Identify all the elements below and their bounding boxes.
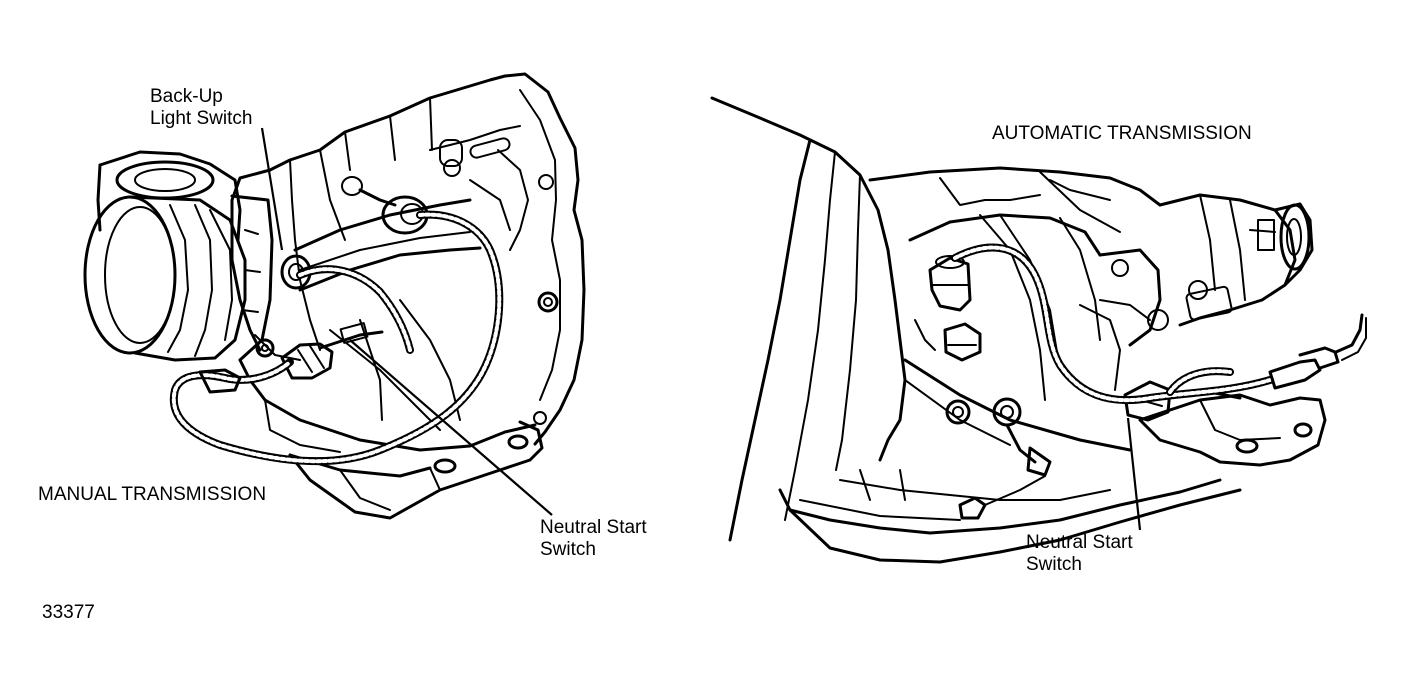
automatic-transmission-title: AUTOMATIC TRANSMISSION — [992, 123, 1252, 145]
manual-neutral-switch-leader — [349, 339, 553, 516]
automatic-wiring-harness — [951, 243, 1367, 405]
automatic-transmission-body — [710, 96, 1327, 564]
backup-light-switch-label: Back-Up Light Switch — [150, 86, 252, 130]
automatic-transmission-title-text: AUTOMATIC TRANSMISSION — [992, 123, 1252, 144]
manual-transmission-title: MANUAL TRANSMISSION — [38, 484, 266, 506]
manual-wiring-harness — [169, 210, 504, 466]
backup-switch-leader — [260, 127, 284, 251]
manual-neutral-start-switch-line2: Switch — [540, 539, 596, 560]
manual-transmission-title-text: MANUAL TRANSMISSION — [38, 484, 267, 505]
automatic-neutral-start-switch-label: Neutral Start Switch — [1026, 532, 1133, 576]
backup-light-switch-label-line2: Light Switch — [150, 108, 253, 129]
manual-transmission-body — [83, 72, 586, 520]
automatic-neutral-start-switch-line2: Switch — [1026, 554, 1082, 575]
figure-number: 33377 — [42, 602, 95, 624]
manual-neutral-start-switch-line1: Neutral Start — [540, 517, 647, 538]
auto-neutral-switch-leader — [1126, 417, 1142, 531]
automatic-neutral-start-switch-line1: Neutral Start — [1026, 532, 1133, 553]
manual-neutral-start-switch-label: Neutral Start Switch — [540, 517, 647, 561]
figure-number-text: 33377 — [42, 602, 95, 623]
backup-light-switch-label-line1: Back-Up — [150, 86, 223, 107]
